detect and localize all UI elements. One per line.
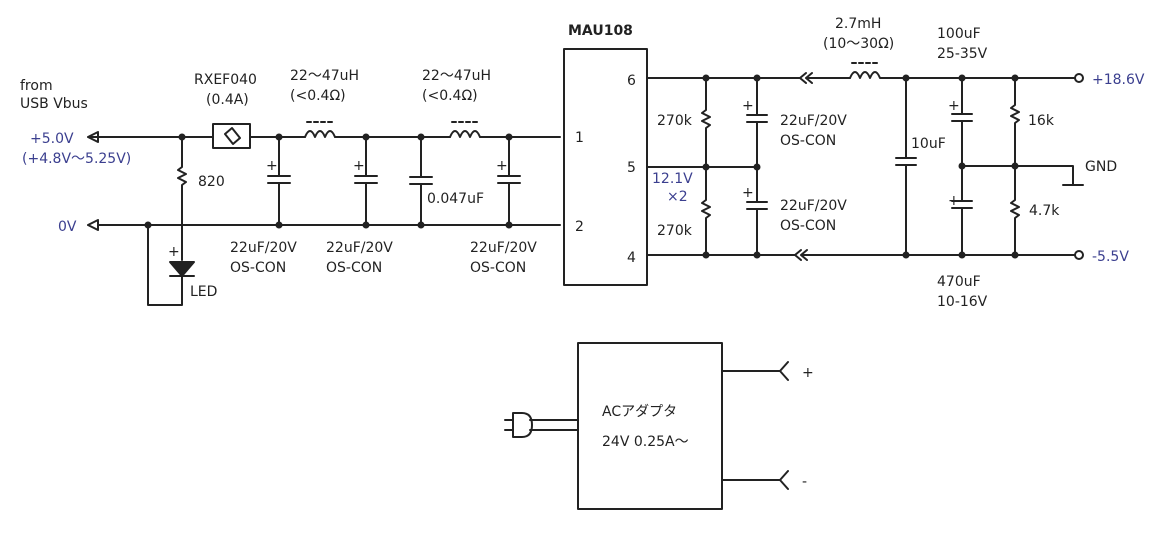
cap-plus: + [496,158,508,174]
cap-10u-value: 10uF [911,136,946,152]
inductor1-res: (<0.4Ω) [290,88,346,104]
divider-r-bottom: 270k [657,223,693,239]
inductor3-res: (10〜30Ω) [823,36,894,52]
r-16k-value: 16k [1028,113,1055,129]
ac-adapter [504,342,789,510]
usb-vbus-label: USB Vbus [20,96,88,112]
cap-film-value: 0.047uF [427,191,484,207]
vplus-label: +5.0V [30,131,74,147]
led-branch [144,133,195,306]
led-resistor-value: 820 [198,174,225,190]
fuse-name: RXEF040 [194,72,257,88]
pin-5: 5 [627,160,636,176]
inductor3-value: 2.7mH [835,16,881,32]
inductor2-value: 22〜47uH [422,68,491,84]
cap-input-type: OS-CON [230,260,286,276]
pin-2: 2 [575,219,584,235]
adapter-title: ACアダプタ [602,404,677,420]
input-filter [267,121,521,229]
pin-4: 4 [627,250,636,266]
divider-r-top: 270k [657,113,693,129]
fuse-rating: (0.4A) [206,92,249,108]
led-label: LED [190,284,217,300]
cap-470u-value: 470uF [937,274,981,290]
gnd-label: GND [1085,159,1117,175]
cap-input-value: 22uF/20V [230,240,297,256]
inductor1-value: 22〜47uH [290,68,359,84]
ic-name: MAU108 [568,23,633,39]
vplus-range-label: (+4.8V〜5.25V) [22,151,131,167]
cap-mid-value: 22uF/20V [326,240,393,256]
from-label: from [20,78,53,94]
cap-out-in-value: 22uF/20V [470,240,537,256]
cap-out-top-value: 22uF/20V [780,113,847,129]
out-plus-label: +18.6V [1092,72,1145,88]
cap-plus: + [948,98,960,114]
pin-1: 1 [575,130,584,146]
cap-out-top-type: OS-CON [780,133,836,149]
fuse-symbol [212,123,251,149]
adapter-spec: 24V 0.25A〜 [602,434,689,450]
pin-6: 6 [627,73,636,89]
out-minus-label: -5.5V [1092,249,1129,265]
input-rails [87,131,561,231]
cap-100u-value: 100uF [937,26,981,42]
r-4.7k-value: 4.7k [1029,203,1060,219]
cap-470u-voltage: 10-16V [937,294,988,310]
divider-multiplier: ×2 [667,189,688,205]
divider-voltage: 12.1V [652,171,693,187]
cap-plus: + [353,158,365,174]
cap-mid-type: OS-CON [326,260,382,276]
cap-plus: + [742,98,754,114]
cap-plus: + [266,158,278,174]
led-plus: + [168,244,180,260]
adapter-plus: + [802,365,814,381]
output-network [646,62,1084,261]
cap-100u-voltage: 25-35V [937,46,988,62]
cap-out-bot-type: OS-CON [780,218,836,234]
adapter-minus: - [802,474,807,490]
cap-plus: + [742,185,754,201]
inductor2-res: (<0.4Ω) [422,88,478,104]
zero-volt-label: 0V [58,219,77,235]
cap-out-in-type: OS-CON [470,260,526,276]
cap-plus: + [948,193,960,209]
cap-out-bot-value: 22uF/20V [780,198,847,214]
